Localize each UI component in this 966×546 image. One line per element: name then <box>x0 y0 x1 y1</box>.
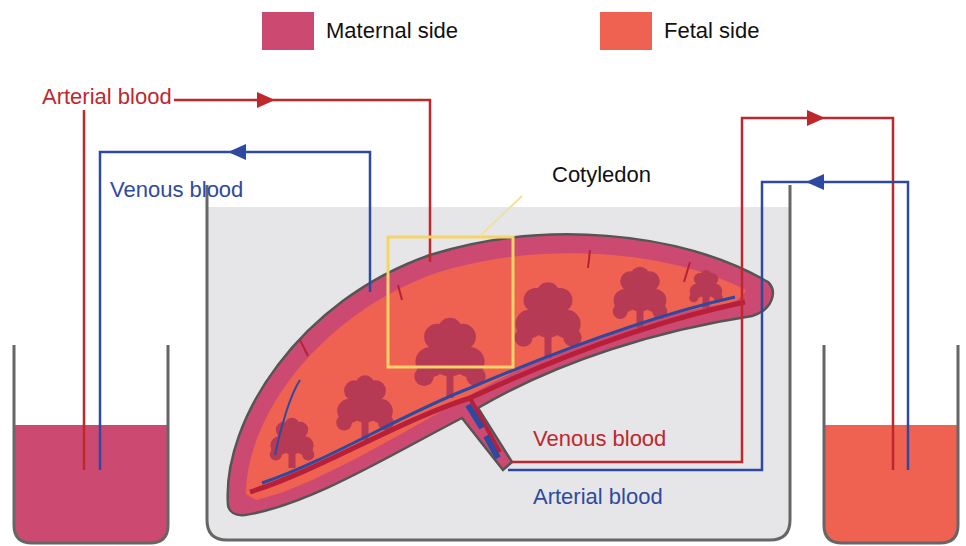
cotyledon-callout <box>480 196 522 236</box>
placenta <box>228 234 773 515</box>
placenta <box>438 318 462 342</box>
flow-arrowheads <box>806 174 824 190</box>
placenta <box>262 297 735 483</box>
fetal-reservoir <box>824 345 958 543</box>
maternal-reservoir <box>14 345 168 543</box>
fetal-tubing <box>512 118 893 470</box>
placenta <box>285 418 300 433</box>
legend-swatch <box>600 12 652 50</box>
maternal-tubing <box>84 100 430 470</box>
perfusion-bath <box>207 207 790 540</box>
maternal-tubing <box>84 100 430 470</box>
placenta <box>588 250 590 268</box>
placenta <box>613 304 628 319</box>
placenta <box>336 415 352 431</box>
placenta <box>414 367 433 386</box>
legend-text: Fetal side <box>664 18 759 44</box>
maternal-tubing <box>100 152 370 470</box>
legend-text: Maternal side <box>326 18 458 44</box>
flow-arrowheads <box>228 144 246 160</box>
placenta <box>398 285 402 300</box>
placenta <box>300 340 308 356</box>
placenta <box>302 448 314 460</box>
placenta <box>355 375 374 394</box>
maternal-reservoir <box>14 345 168 543</box>
placenta <box>275 380 300 455</box>
fetal-tubing <box>508 118 908 470</box>
placenta <box>684 262 690 282</box>
flow-arrowheads <box>257 92 275 108</box>
legend-entry: Maternal side <box>262 12 458 50</box>
placenta <box>700 270 711 281</box>
placenta <box>470 398 500 452</box>
placenta <box>250 302 745 492</box>
placenta <box>228 234 773 515</box>
cotyledon-callout <box>388 237 513 367</box>
maternal-reservoir <box>14 425 168 543</box>
flow-label: Venous blood <box>108 177 245 203</box>
flow-arrowheads <box>228 92 825 190</box>
fetal-reservoir <box>824 425 958 543</box>
placenta <box>537 282 559 304</box>
placenta <box>631 267 649 285</box>
flow-label: Arterial blood <box>40 84 174 110</box>
flow-label: Venous blood <box>531 426 668 452</box>
cotyledon-callout <box>388 196 522 367</box>
perfusion-bath <box>207 185 790 540</box>
fetal-tubing <box>508 182 908 470</box>
flow-label: Arterial blood <box>531 484 665 510</box>
flow-arrowheads <box>807 110 825 126</box>
placenta <box>300 250 690 356</box>
placenta <box>468 405 498 458</box>
placenta <box>689 293 698 302</box>
legend-entry: Fetal side <box>600 12 759 50</box>
perfusion-bath <box>207 185 790 540</box>
fetal-reservoir <box>824 345 958 543</box>
callout-label: Cotyledon <box>550 162 653 188</box>
legend-swatch <box>262 12 314 50</box>
placenta <box>514 328 532 346</box>
